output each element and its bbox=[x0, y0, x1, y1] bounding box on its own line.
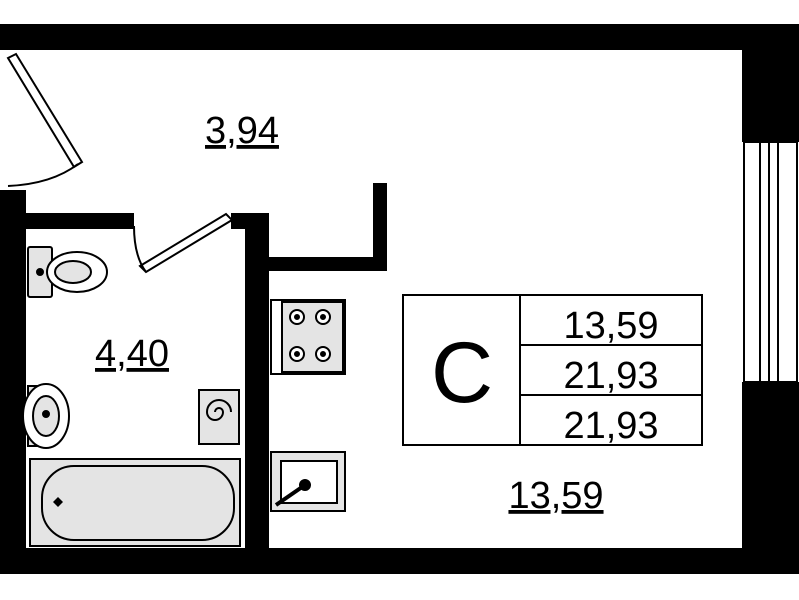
bathroom-right-wall bbox=[245, 213, 269, 548]
outer-walls bbox=[0, 24, 799, 574]
apartment-type-letter: С bbox=[431, 325, 493, 421]
summary-row-1: 13,59 bbox=[563, 305, 658, 347]
kitchen-partition bbox=[269, 183, 387, 271]
washing-machine-icon bbox=[198, 389, 240, 445]
summary-table: С 13,59 21,93 21,93 bbox=[402, 294, 703, 447]
kitchen-sink-icon bbox=[270, 451, 346, 512]
summary-row-3: 21,93 bbox=[563, 405, 658, 447]
right-wall-bottom bbox=[742, 382, 799, 574]
hallway-area-label: 3,94 bbox=[205, 110, 279, 152]
bathroom-walls bbox=[26, 213, 269, 548]
right-wall-top bbox=[742, 24, 799, 142]
bathroom-door bbox=[133, 212, 234, 274]
top-wall bbox=[0, 24, 799, 50]
washbasin-icon bbox=[22, 383, 70, 449]
window bbox=[743, 141, 798, 383]
bathroom-top-wall-left bbox=[26, 213, 134, 229]
bathtub-icon bbox=[29, 458, 241, 547]
bathroom-area-label: 4,40 bbox=[95, 333, 169, 375]
toilet-icon bbox=[27, 246, 108, 298]
entrance-door bbox=[6, 52, 84, 187]
living-area-label: 13,59 bbox=[508, 475, 603, 517]
summary-row-2: 21,93 bbox=[563, 355, 658, 397]
left-wall-lower bbox=[0, 190, 26, 574]
stove-icon bbox=[270, 299, 346, 375]
bottom-wall bbox=[0, 548, 799, 574]
